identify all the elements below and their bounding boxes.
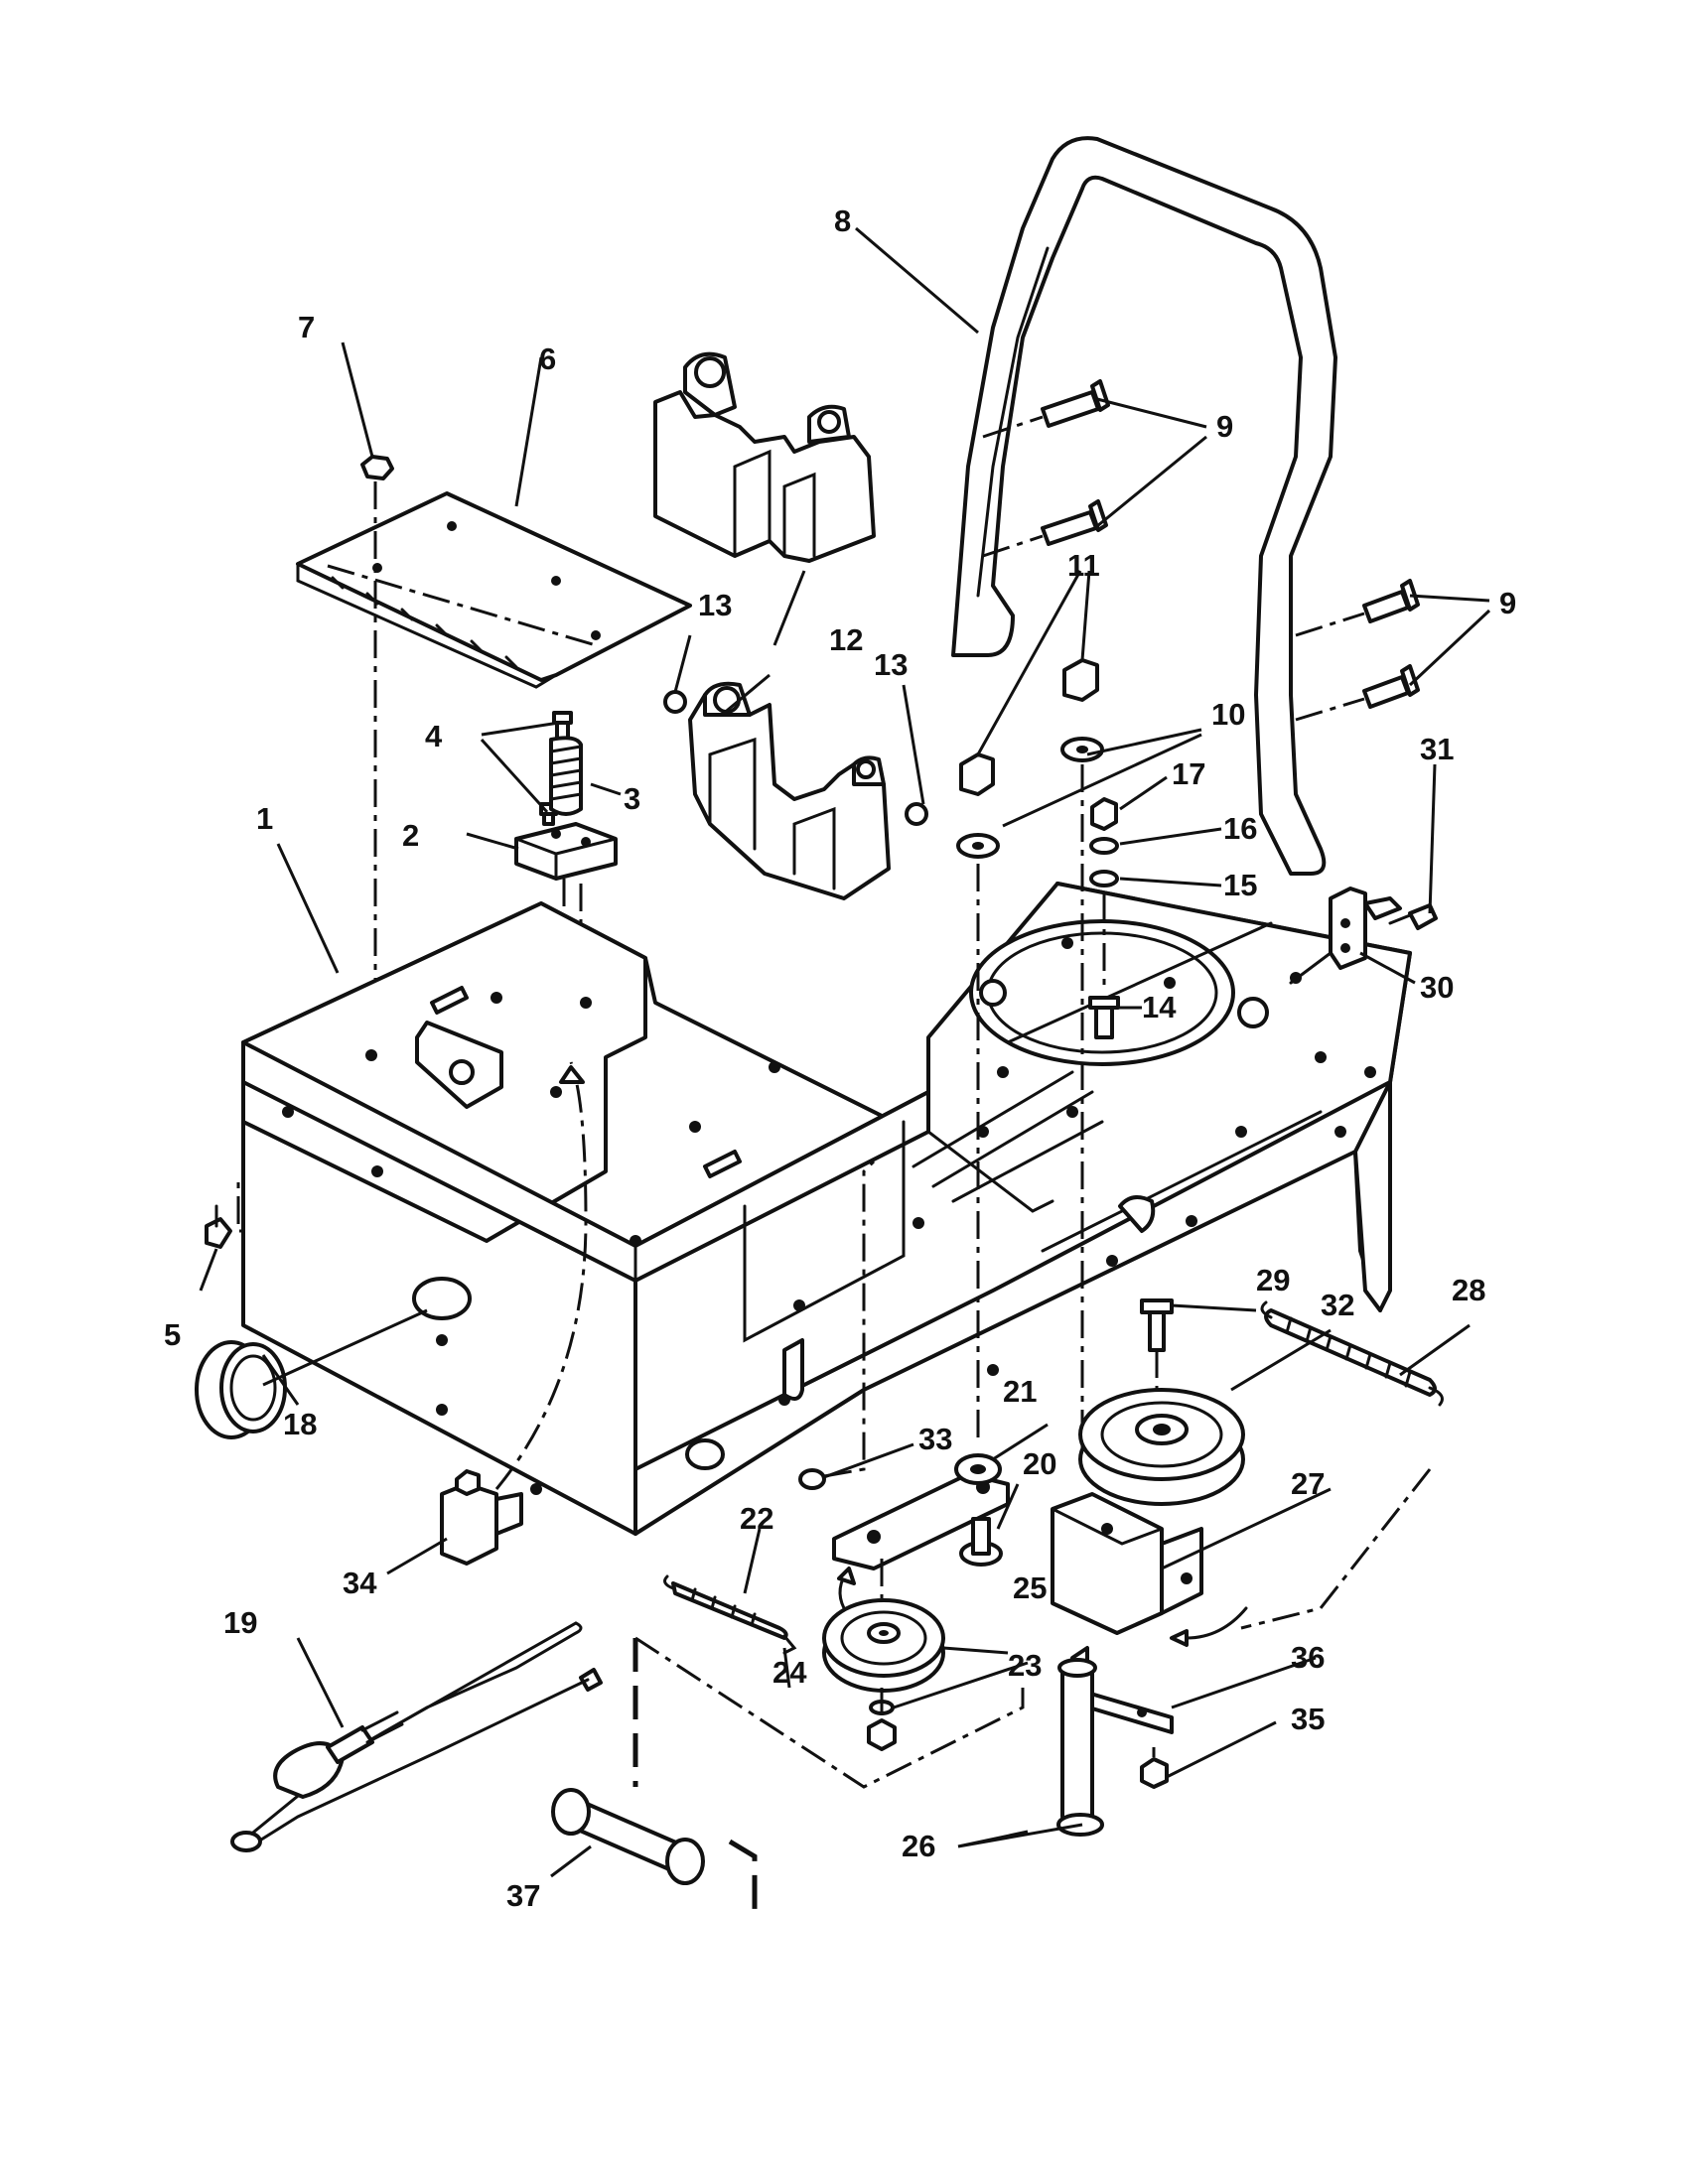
callout-11: 11 bbox=[1067, 548, 1100, 583]
spring-block-part bbox=[514, 822, 618, 881]
callout-1: 1 bbox=[256, 801, 273, 836]
lock-nut-part bbox=[1090, 797, 1118, 831]
callout-30: 30 bbox=[1420, 970, 1454, 1005]
control-cable-part bbox=[230, 1621, 603, 1852]
pulley-nut-part bbox=[867, 1718, 897, 1751]
shoulder-bolt-part bbox=[1056, 1658, 1104, 1837]
callout-10: 10 bbox=[1211, 697, 1245, 732]
callout-13b: 13 bbox=[874, 647, 908, 682]
callout-2: 2 bbox=[402, 818, 419, 853]
callout-33: 33 bbox=[918, 1422, 952, 1456]
extension-spring-part bbox=[1260, 1300, 1444, 1407]
callout-32: 32 bbox=[1321, 1288, 1354, 1322]
pulley-bracket-part bbox=[1051, 1492, 1203, 1635]
callout-18: 18 bbox=[283, 1407, 317, 1441]
callout-4: 4 bbox=[425, 719, 443, 753]
callout-21: 21 bbox=[1003, 1374, 1037, 1409]
callout-35: 35 bbox=[1291, 1702, 1325, 1736]
pulley-part bbox=[822, 1598, 945, 1693]
hex-nut-part bbox=[959, 658, 1099, 796]
callout-37: 37 bbox=[506, 1878, 540, 1913]
callout-9b: 9 bbox=[1499, 586, 1516, 620]
frame-bolt-part bbox=[798, 1468, 826, 1490]
switch-bracket-part bbox=[1289, 887, 1402, 985]
callout-24: 24 bbox=[772, 1655, 807, 1690]
lower-shield-part bbox=[688, 681, 891, 900]
callout-13a: 13 bbox=[698, 588, 732, 622]
upper-shield-part bbox=[653, 351, 876, 563]
callout-27: 27 bbox=[1291, 1466, 1325, 1501]
callout-14: 14 bbox=[1142, 990, 1177, 1024]
flat-idler-pulley-part bbox=[1078, 1388, 1245, 1506]
carriage-bolt-part bbox=[1088, 996, 1120, 1039]
pulley-bolt-part bbox=[1140, 1298, 1174, 1352]
callout-23: 23 bbox=[1008, 1648, 1042, 1683]
callout-26: 26 bbox=[902, 1829, 935, 1863]
safety-switch-part bbox=[440, 1469, 523, 1566]
callout-labels: 1 2 3 4 5 6 7 8 9 9 10 11 12 13 13 14 15… bbox=[164, 204, 1516, 1913]
handle-bar-part bbox=[951, 136, 1337, 876]
cover-plate-part bbox=[296, 491, 692, 689]
callout-5: 5 bbox=[164, 1317, 181, 1352]
frame-screw-part bbox=[205, 1204, 232, 1249]
callout-34: 34 bbox=[343, 1566, 377, 1600]
callout-19: 19 bbox=[223, 1605, 257, 1640]
callout-16: 16 bbox=[1223, 811, 1257, 846]
callout-7: 7 bbox=[298, 310, 315, 344]
callout-15: 15 bbox=[1223, 868, 1257, 902]
callout-8: 8 bbox=[834, 204, 851, 238]
arm-bolt-part bbox=[959, 1517, 1003, 1567]
callout-6: 6 bbox=[539, 341, 556, 376]
main-frame-part bbox=[241, 882, 1412, 1536]
leader-lines bbox=[199, 226, 1491, 1878]
callout-31: 31 bbox=[1420, 732, 1454, 766]
callout-9a: 9 bbox=[1216, 409, 1233, 444]
arm-spacer-part bbox=[954, 1453, 1002, 1485]
callout-22: 22 bbox=[740, 1501, 773, 1536]
stop-nut-part bbox=[1140, 1757, 1169, 1789]
callout-28: 28 bbox=[1452, 1273, 1485, 1307]
callout-20: 20 bbox=[1023, 1446, 1056, 1481]
callout-36: 36 bbox=[1291, 1640, 1325, 1675]
callout-3: 3 bbox=[624, 781, 640, 816]
arm-spring-part bbox=[663, 1574, 797, 1655]
bushing-part bbox=[195, 1340, 287, 1439]
lock-washer-part bbox=[1089, 837, 1119, 855]
flat-washer-part bbox=[956, 737, 1104, 859]
handle-bolt-part bbox=[1041, 379, 1420, 709]
compression-spring-part bbox=[549, 736, 583, 816]
washer-part bbox=[1089, 870, 1119, 887]
cover-nut-part bbox=[360, 455, 394, 480]
callout-29: 29 bbox=[1256, 1263, 1290, 1297]
callout-12: 12 bbox=[829, 622, 863, 657]
callout-17: 17 bbox=[1172, 756, 1205, 791]
roller-tube-part bbox=[551, 1788, 705, 1885]
callout-25: 25 bbox=[1013, 1570, 1047, 1605]
